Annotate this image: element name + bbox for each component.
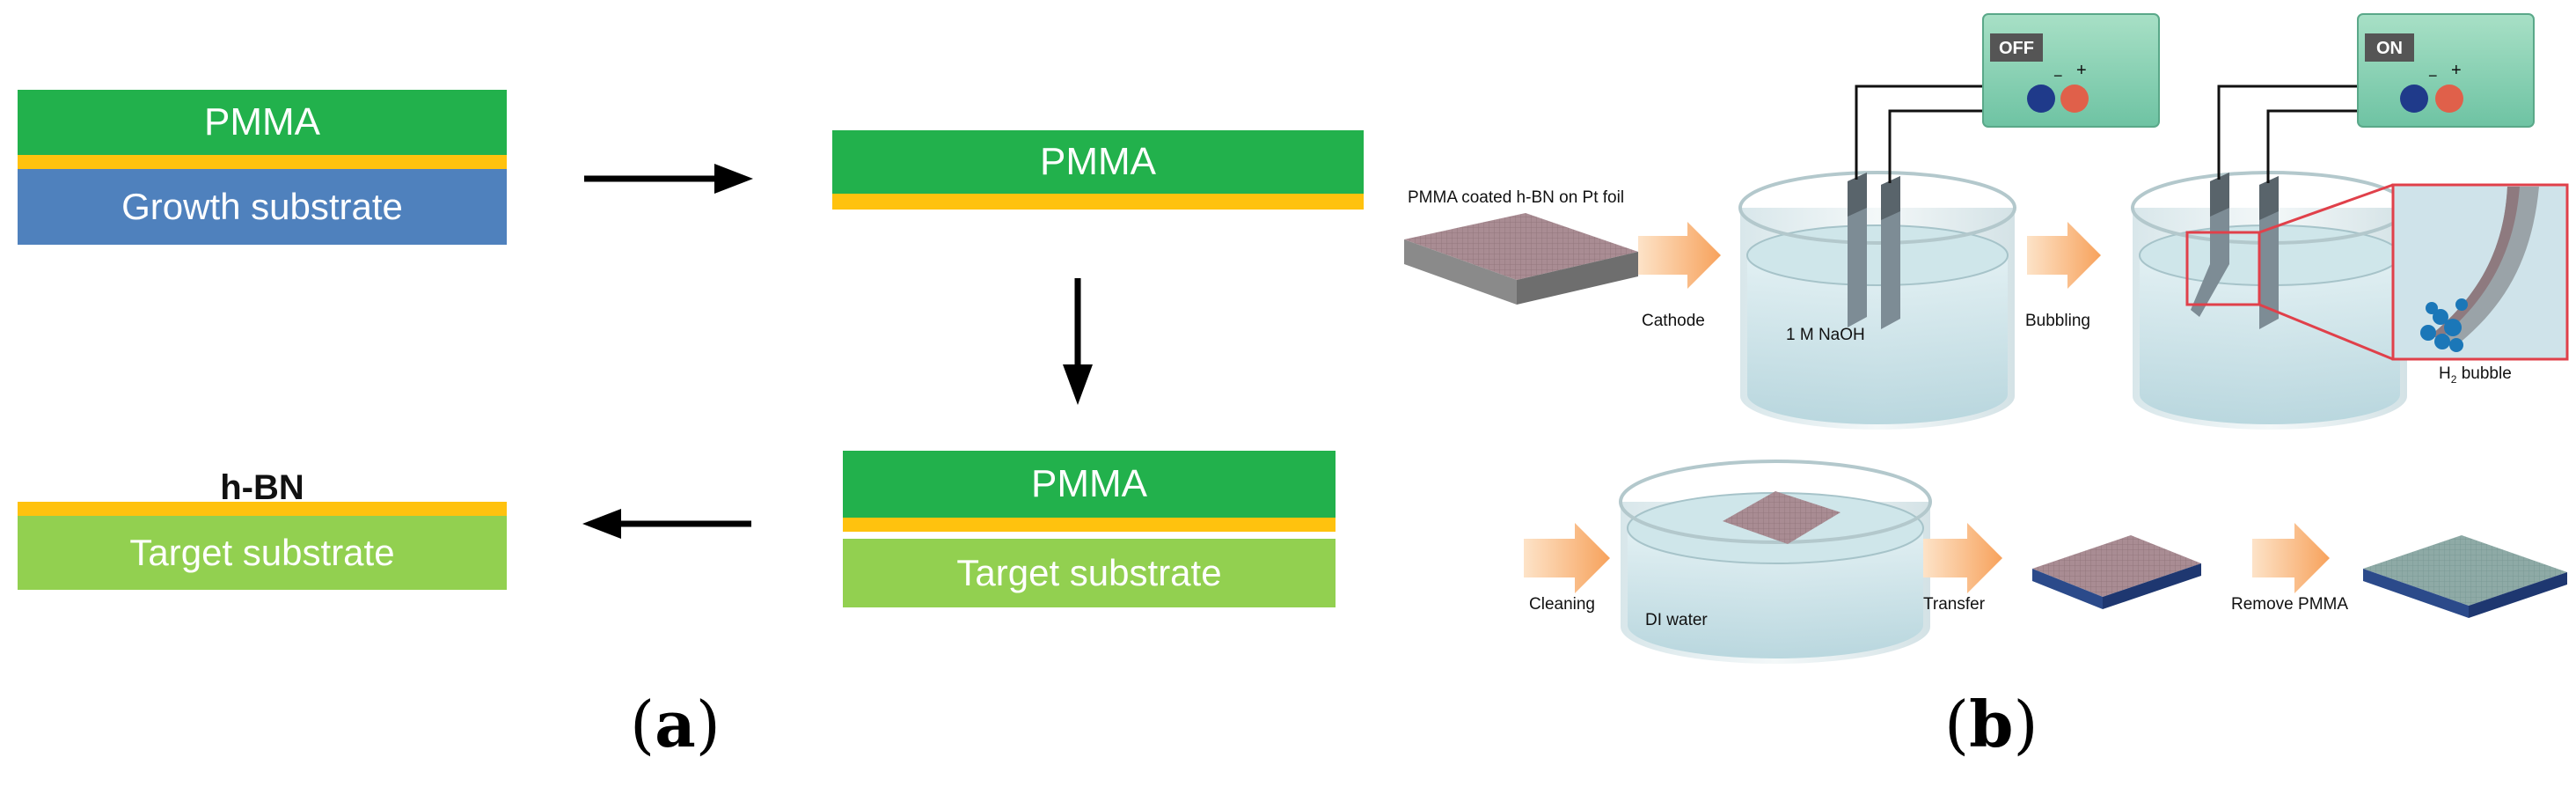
pmma-label: PMMA (1040, 140, 1156, 183)
arrow-transfer-icon (1923, 523, 2002, 593)
di-water-label: DI water (1645, 611, 1708, 629)
caption-a: (a) (630, 687, 721, 761)
process-illustration: OFF − + ON − (1404, 13, 2569, 664)
arrow-right-icon (584, 164, 753, 194)
pt-foil (1404, 213, 1638, 305)
transfer-label: Transfer (1923, 595, 1986, 614)
target-substrate-layer: Target substrate (18, 516, 507, 590)
bubble-inset (2391, 183, 2569, 361)
svg-text:ON: ON (2376, 39, 2403, 58)
target-substrate-layer: Target substrate (843, 539, 1336, 607)
naoh-label: 1 M NaOH (1786, 326, 1865, 344)
hbn-label: h-BN (220, 468, 304, 507)
h2-bubble-label: H2 bubble (2439, 364, 2512, 386)
svg-text:OFF: OFF (1999, 39, 2034, 58)
arrow-remove-pmma-icon (2252, 523, 2330, 593)
substrate-with-hbn (2363, 535, 2567, 618)
cathode-label: Cathode (1642, 312, 1705, 330)
arrow-down-icon (1063, 278, 1093, 405)
growth-substrate-layer: Growth substrate (18, 169, 507, 245)
arrow-left-icon (582, 509, 751, 539)
caption-b: (b) (1944, 687, 2038, 761)
hbn-layer (832, 194, 1364, 210)
svg-text:−: − (2428, 67, 2438, 85)
svg-text:+: + (2076, 61, 2087, 80)
arrow-bubbling-icon (2027, 222, 2101, 289)
arrow-cleaning-icon (1524, 523, 1610, 593)
svg-text:−: − (2053, 67, 2063, 85)
pmma-layer: PMMA (843, 451, 1336, 518)
substrate-with-pmma (2032, 535, 2201, 609)
remove-pmma-label: Remove PMMA (2231, 595, 2349, 614)
pmma-label: PMMA (204, 100, 320, 143)
beaker-bubbling (2131, 171, 2409, 430)
pmma-label: PMMA (1031, 462, 1147, 505)
bubbling-label: Bubbling (2025, 312, 2090, 330)
target-substrate-label: Target substrate (129, 532, 395, 573)
pmma-layer: PMMA (18, 90, 507, 155)
hbn-layer (18, 502, 507, 516)
power-supply-off: OFF − + (1855, 13, 2160, 183)
growth-substrate-label: Growth substrate (121, 186, 403, 227)
cleaning-label: Cleaning (1529, 595, 1595, 614)
beaker-naoh (1738, 171, 2016, 430)
pmma-layer: PMMA (832, 130, 1364, 194)
power-supply-on: ON − + (2217, 13, 2535, 183)
dish-di-water (1619, 460, 1932, 664)
svg-text:+: + (2451, 61, 2462, 80)
foil-label: PMMA coated h-BN on Pt foil (1408, 188, 1625, 207)
hbn-layer (18, 155, 507, 169)
arrow-cathode-icon (1638, 222, 1721, 289)
hbn-layer (843, 518, 1336, 532)
target-substrate-label: Target substrate (956, 552, 1222, 593)
